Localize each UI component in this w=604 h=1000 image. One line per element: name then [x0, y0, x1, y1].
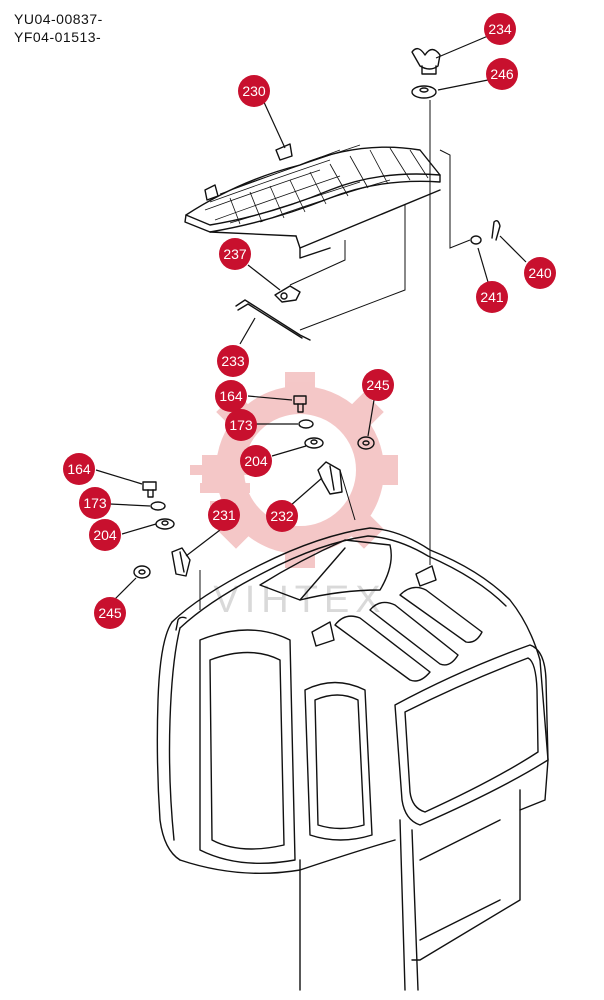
washer-173-upper — [298, 419, 314, 429]
callout-173-upper[interactable]: 173 — [225, 409, 257, 441]
svg-text:245: 245 — [98, 605, 122, 621]
callout-173-lower[interactable]: 173 — [79, 487, 111, 519]
washer-245-lower — [133, 565, 151, 579]
svg-text:232: 232 — [270, 508, 294, 524]
callout-245-lower[interactable]: 245 — [94, 597, 126, 629]
callout-232[interactable]: 232 — [266, 500, 298, 532]
bracket-232 — [317, 461, 343, 495]
callout-164-upper[interactable]: 164 — [215, 380, 247, 412]
washer-246 — [411, 85, 437, 99]
bolt-164-lower — [142, 481, 157, 498]
callout-204-lower[interactable]: 204 — [89, 519, 121, 551]
drawing-codes: YU04-00837- YF04-01513- — [14, 10, 103, 46]
callout-231[interactable]: 231 — [208, 499, 240, 531]
svg-text:234: 234 — [488, 21, 512, 37]
callout-164-lower[interactable]: 164 — [63, 453, 95, 485]
svg-text:245: 245 — [366, 377, 390, 393]
cab-body — [156, 527, 549, 991]
callout-240[interactable]: 240 — [524, 257, 556, 289]
callout-230[interactable]: 230 — [238, 75, 270, 107]
callout-204-upper[interactable]: 204 — [240, 445, 272, 477]
svg-text:233: 233 — [221, 353, 245, 369]
svg-text:231: 231 — [212, 507, 236, 523]
svg-text:204: 204 — [93, 527, 117, 543]
svg-text:164: 164 — [67, 461, 91, 477]
callout-233[interactable]: 233 — [217, 345, 249, 377]
assembly-guides — [199, 100, 471, 610]
rod-233 — [235, 299, 311, 341]
callout-245-upper[interactable]: 245 — [362, 369, 394, 401]
washer-245-upper — [357, 436, 375, 450]
svg-text:164: 164 — [219, 388, 243, 404]
watermark-text: VIHTEX — [213, 579, 386, 621]
wing-nut — [411, 47, 441, 75]
washer-204-lower — [155, 518, 175, 530]
washer-204-upper — [304, 437, 324, 449]
svg-text:204: 204 — [244, 453, 268, 469]
washer-173-lower — [150, 501, 166, 511]
svg-text:173: 173 — [229, 417, 253, 433]
latch-237 — [274, 285, 301, 303]
callout-241[interactable]: 241 — [476, 281, 508, 313]
svg-text:230: 230 — [242, 83, 266, 99]
svg-text:237: 237 — [223, 246, 247, 262]
code-line-2: YF04-01513- — [14, 29, 102, 45]
svg-text:173: 173 — [83, 495, 107, 511]
bracket-231 — [171, 547, 191, 577]
pin-clip — [470, 219, 501, 245]
callouts: 234 246 230 237 240 241 233 164 245 173 … — [63, 13, 556, 629]
callout-246[interactable]: 246 — [486, 58, 518, 90]
svg-text:240: 240 — [528, 265, 552, 281]
bolt-164-upper — [293, 395, 307, 413]
code-line-1: YU04-00837- — [14, 11, 103, 27]
svg-text:246: 246 — [490, 66, 514, 82]
callout-234[interactable]: 234 — [484, 13, 516, 45]
callout-237[interactable]: 237 — [219, 238, 251, 270]
svg-text:241: 241 — [480, 289, 504, 305]
roof-screen-mesh — [184, 143, 441, 259]
leader-lines — [95, 35, 527, 601]
